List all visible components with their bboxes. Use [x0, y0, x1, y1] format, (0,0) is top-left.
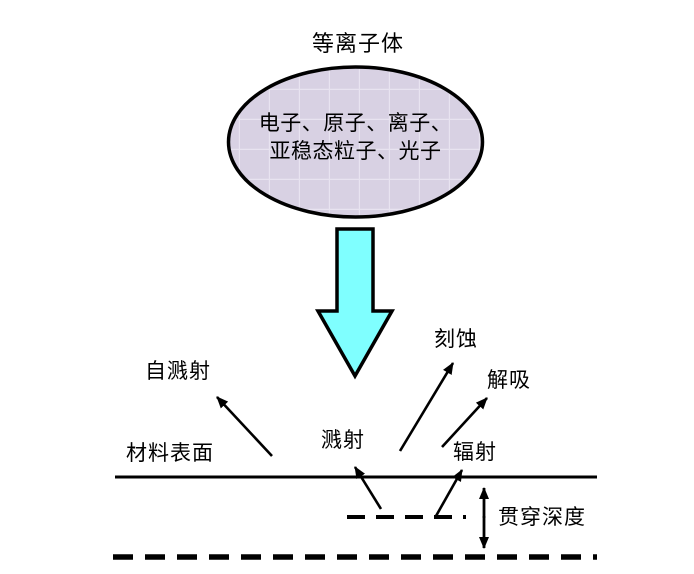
- etching-label: 刻蚀: [434, 328, 478, 351]
- desorption-label: 解吸: [487, 369, 531, 392]
- material-surface-label: 材料表面: [126, 442, 214, 465]
- sputtering-arrow-icon: [353, 466, 383, 510]
- self-sputtering-arrow-icon: [216, 396, 273, 457]
- plasma-species-line2: 亚稳态粒子、光子: [269, 140, 442, 163]
- plasma-species-text: 电子、原子、离子、 亚稳态粒子、光子: [228, 110, 483, 166]
- plasma-flux-down-arrow-icon: [314, 227, 396, 380]
- diagram-title: 等离子体: [311, 31, 404, 56]
- etching-arrow-icon: [398, 362, 455, 452]
- radiation-arrow-icon: [434, 469, 464, 517]
- sputtering-label: 溅射: [321, 429, 365, 452]
- radiation-label: 辐射: [453, 441, 497, 464]
- plasma-species-line1: 电子、原子、离子、: [258, 112, 453, 135]
- desorption-arrow-icon: [441, 397, 488, 448]
- penetration-depth-label: 贯穿深度: [498, 506, 586, 529]
- plasma-ellipse: [226, 65, 485, 219]
- self-sputtering-label: 自溅射: [145, 360, 211, 383]
